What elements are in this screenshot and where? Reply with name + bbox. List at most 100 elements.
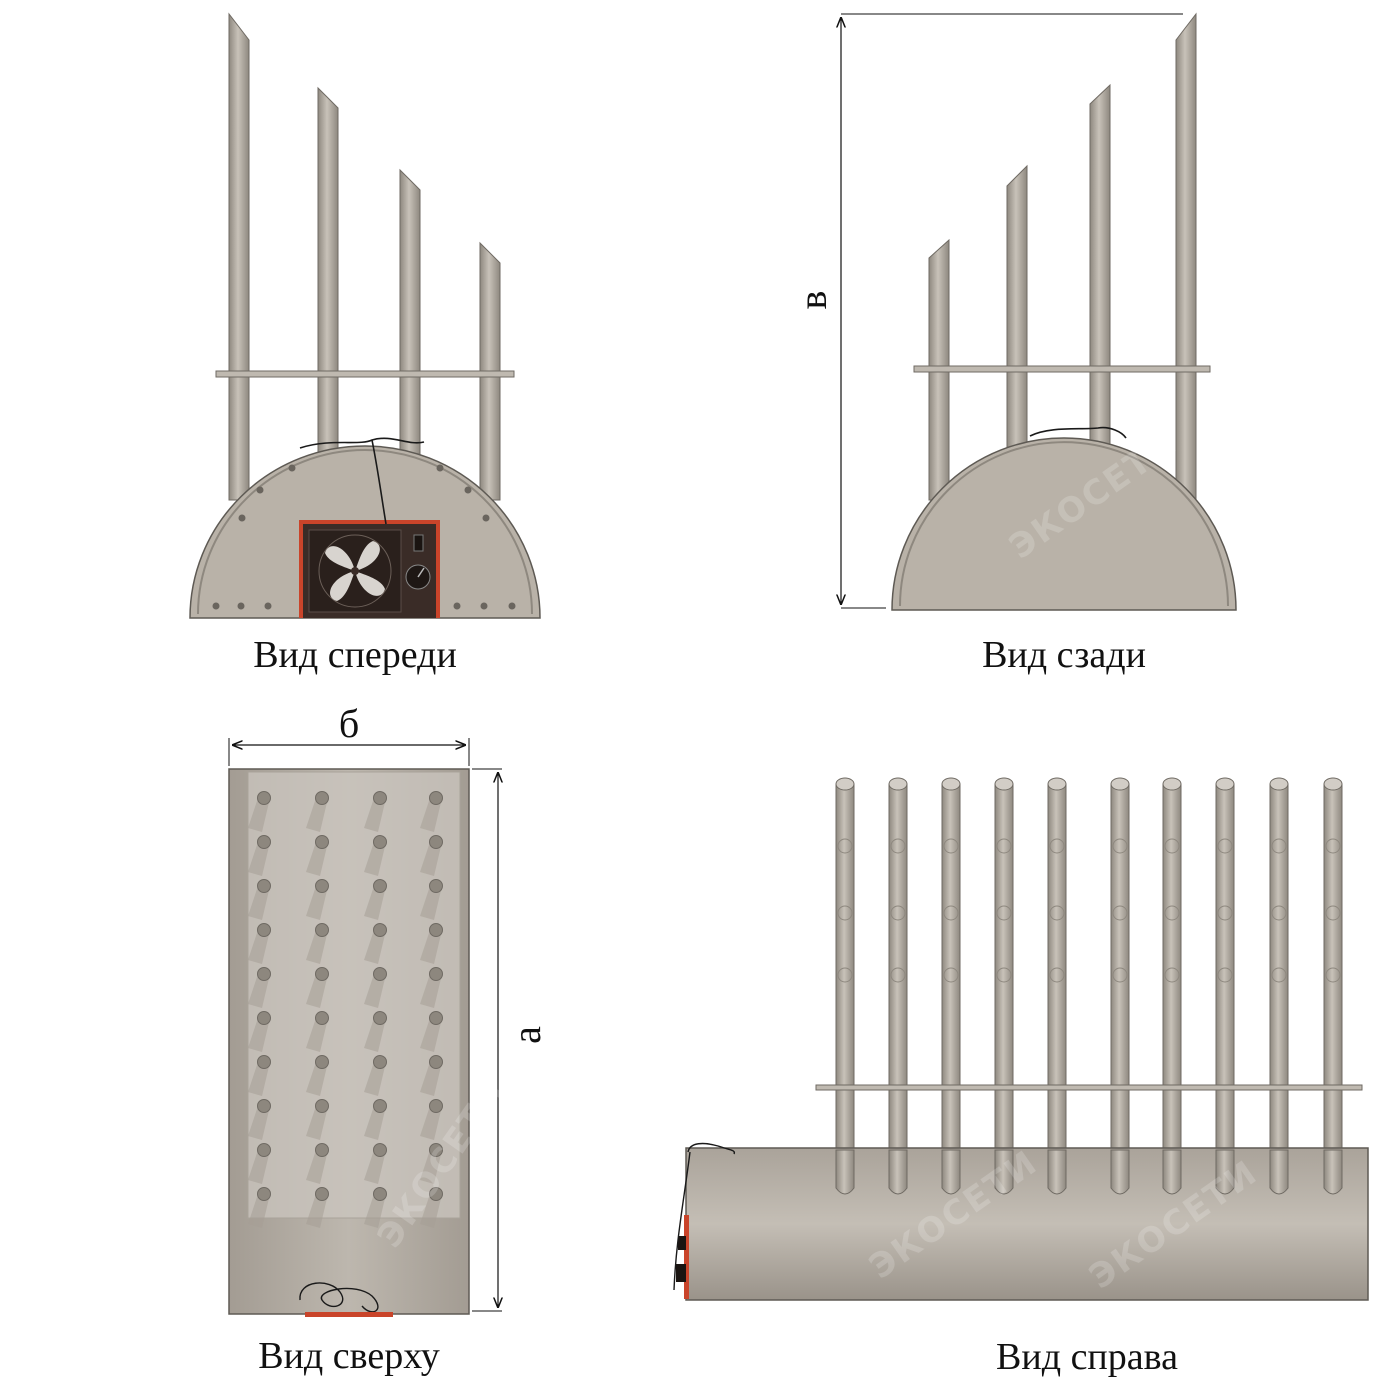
right-shelf-plate bbox=[815, 1084, 1363, 1091]
right-pipe-port bbox=[1271, 967, 1287, 983]
pipe-hole bbox=[315, 1099, 329, 1113]
pipe-hole-shadow bbox=[364, 1106, 386, 1140]
back-view-caption: Вид сзади bbox=[982, 634, 1146, 676]
pipe-hole bbox=[373, 835, 387, 849]
right-pipe-top bbox=[941, 777, 961, 791]
right-knob-icon bbox=[676, 1264, 686, 1282]
right-pipe-base bbox=[994, 1149, 1014, 1195]
pipe-hole bbox=[429, 1187, 443, 1201]
pipe-hole-shadow bbox=[306, 798, 328, 832]
pipe-hole bbox=[429, 835, 443, 849]
right-pipe-top bbox=[1162, 777, 1182, 791]
pipe-hole bbox=[315, 835, 329, 849]
pipe-hole bbox=[315, 879, 329, 893]
pipe-hole bbox=[429, 791, 443, 805]
front-view-caption: Вид спереди bbox=[253, 634, 457, 676]
length-dimension: а bbox=[472, 768, 549, 1312]
pipe-hole bbox=[315, 1055, 329, 1069]
pipe-hole bbox=[257, 967, 271, 981]
right-heater-edge bbox=[684, 1215, 689, 1299]
right-pipe-base bbox=[1162, 1149, 1182, 1195]
pipe-hole bbox=[315, 923, 329, 937]
pipe-hole-shadow bbox=[306, 974, 328, 1008]
pipe-hole bbox=[373, 1099, 387, 1113]
pipe-hole bbox=[257, 879, 271, 893]
right-pipe-port bbox=[943, 967, 959, 983]
top-power-cable bbox=[299, 1282, 379, 1313]
right-pipe-port bbox=[1112, 838, 1128, 854]
pipe-hole bbox=[373, 1055, 387, 1069]
right-pipe-port bbox=[943, 838, 959, 854]
pipe-hole-shadow bbox=[248, 1062, 270, 1096]
right-view: Вид справа bbox=[673, 777, 1369, 1378]
pipe-hole-shadow bbox=[364, 842, 386, 876]
pipe-hole-shadow bbox=[420, 1062, 442, 1096]
pipe-hole-shadow bbox=[248, 842, 270, 876]
front-pipe-2 bbox=[317, 86, 339, 471]
pipe-hole bbox=[373, 967, 387, 981]
pipe-hole-shadow bbox=[306, 1106, 328, 1140]
right-pipe-port bbox=[1049, 905, 1065, 921]
right-pipe-base bbox=[1215, 1149, 1235, 1195]
pipe-hole-shadow bbox=[420, 886, 442, 920]
height-dimension: в bbox=[790, 13, 1183, 609]
pipe-hole-shadow bbox=[364, 1194, 386, 1228]
right-pipe-top bbox=[1110, 777, 1130, 791]
right-pipe-port bbox=[1049, 967, 1065, 983]
pipe-hole-shadow bbox=[364, 1018, 386, 1052]
back-dome-rim bbox=[899, 441, 1229, 607]
pipe-hole bbox=[373, 1011, 387, 1025]
pipe-hole-shadow bbox=[306, 842, 328, 876]
pipe-hole-shadow bbox=[306, 1194, 328, 1228]
right-pipe-port bbox=[1164, 838, 1180, 854]
pipe-hole-shadow bbox=[248, 1018, 270, 1052]
right-body-cylinder bbox=[685, 1147, 1369, 1301]
pipe-hole-shadow bbox=[420, 974, 442, 1008]
right-pipe-port bbox=[1112, 967, 1128, 983]
back-pipe-4 bbox=[1175, 12, 1197, 501]
pipe-hole-shadow bbox=[364, 798, 386, 832]
pipe-hole-shadow bbox=[420, 1018, 442, 1052]
pipe-hole bbox=[429, 1055, 443, 1069]
right-pipe-top bbox=[1323, 777, 1343, 791]
right-power-cable bbox=[673, 1142, 736, 1291]
pipe-hole bbox=[315, 967, 329, 981]
pipe-hole-shadow bbox=[306, 1062, 328, 1096]
right-pipe-port bbox=[1112, 905, 1128, 921]
front-pipe-1 bbox=[228, 12, 250, 501]
right-pipe-top bbox=[1269, 777, 1289, 791]
pipe-hole-shadow bbox=[420, 1194, 442, 1228]
right-pipe-base bbox=[1047, 1149, 1067, 1195]
right-pipe-base bbox=[1269, 1149, 1289, 1195]
top-pipe-holes bbox=[248, 791, 443, 1228]
pipe-hole bbox=[373, 879, 387, 893]
right-pipe-port bbox=[1325, 905, 1341, 921]
right-pipe-base bbox=[941, 1149, 961, 1195]
right-pipe-port bbox=[837, 967, 853, 983]
front-shelf-plate bbox=[215, 370, 515, 378]
front-pipe-3 bbox=[399, 168, 421, 471]
right-pipe-top bbox=[888, 777, 908, 791]
right-switch-icon bbox=[678, 1236, 686, 1250]
right-pipe-port bbox=[996, 967, 1012, 983]
pipe-hole-shadow bbox=[306, 930, 328, 964]
pipe-hole bbox=[257, 923, 271, 937]
right-pipe-top bbox=[994, 777, 1014, 791]
right-pipe-bases bbox=[835, 1149, 1343, 1195]
width-dimension: б bbox=[228, 701, 470, 766]
thermostat-knob-icon bbox=[405, 564, 431, 590]
pipe-hole bbox=[429, 879, 443, 893]
front-pipes bbox=[228, 12, 501, 501]
pipe-hole-shadow bbox=[248, 1194, 270, 1228]
pipe-hole-shadow bbox=[248, 1106, 270, 1140]
right-pipes bbox=[835, 777, 1343, 1181]
right-view-caption: Вид справа bbox=[996, 1336, 1178, 1378]
back-view: в Вид сзади bbox=[790, 12, 1237, 676]
right-pipe-port bbox=[996, 838, 1012, 854]
right-pipe-port bbox=[890, 838, 906, 854]
right-pipe-port bbox=[1271, 905, 1287, 921]
right-pipe-port bbox=[943, 905, 959, 921]
pipe-hole bbox=[257, 1143, 271, 1157]
pipe-hole-shadow bbox=[248, 974, 270, 1008]
